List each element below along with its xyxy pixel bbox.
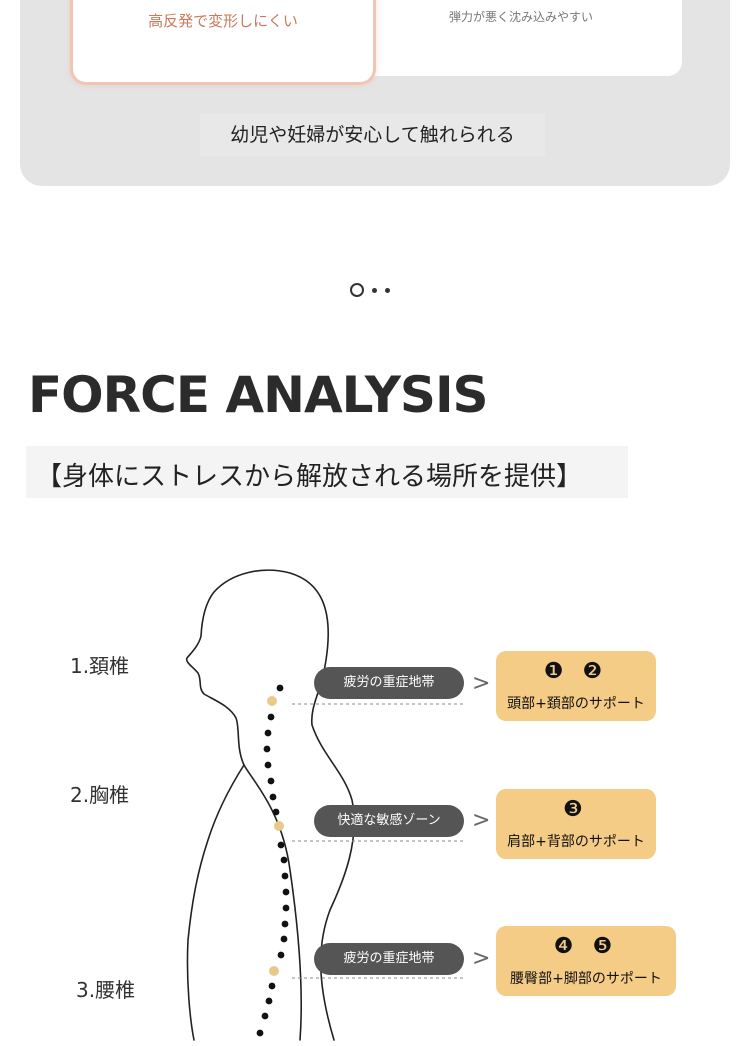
- section-subtitle: 【身体にストレスから解放される場所を提供】: [36, 462, 583, 492]
- support-text: 腰臀部+脚部のサポート: [510, 971, 662, 987]
- support-box-1: ❶ ❷ 頭部+頚部のサポート: [496, 651, 656, 721]
- support-numbers: ❶ ❷: [543, 659, 609, 684]
- support-box-2: ❸ 肩部+背部のサポート: [496, 789, 656, 859]
- marker-dot: [269, 966, 279, 976]
- spine-dot: [277, 841, 285, 849]
- spine-dot: [281, 920, 289, 928]
- marker-dot: [274, 821, 284, 831]
- section-subtitle-bg: [26, 446, 628, 498]
- zone-pill-1: 疲労の重症地帯: [314, 667, 464, 699]
- zone-pill-3: 疲労の重症地帯: [314, 943, 464, 975]
- spine-dot: [272, 808, 280, 816]
- spine-dot: [263, 745, 271, 753]
- zone-pill-2: 快適な敏感ゾーン: [314, 805, 464, 837]
- label-lumbar: 3.腰椎: [76, 978, 136, 1002]
- spine-dot: [264, 761, 272, 769]
- spine-dot: [277, 951, 285, 959]
- comparison-left-panel: [70, 0, 376, 85]
- pager-dot[interactable]: [372, 287, 377, 293]
- support-numbers: ❸: [563, 797, 589, 822]
- support-text: 肩部+背部のサポート: [507, 834, 645, 850]
- marker-dot: [267, 696, 277, 706]
- pager-dot[interactable]: [385, 287, 390, 293]
- label-thoracic: 2.胸椎: [70, 783, 130, 807]
- support-numbers: ❹ ❺: [553, 934, 619, 959]
- section-title: FORCE ANALYSIS: [28, 366, 489, 424]
- spine-dots: [256, 684, 290, 1037]
- label-cervical: 1.頚椎: [70, 654, 130, 678]
- body-outline: [185, 569, 355, 1041]
- spine-dot: [280, 935, 288, 943]
- comparison-note: 幼児や妊婦が安心して触れられる: [200, 114, 545, 156]
- spine-dot: [267, 777, 275, 785]
- spine-dot: [261, 1012, 269, 1020]
- chevron-right-icon: >: [472, 671, 491, 696]
- spine-dot: [269, 793, 277, 801]
- pager-dot-active[interactable]: [350, 283, 364, 297]
- support-box-3: ❹ ❺ 腰臀部+脚部のサポート: [496, 926, 676, 996]
- spine-dot: [276, 684, 284, 692]
- comparison-left-text: 高反発で変形しにくい: [148, 12, 298, 30]
- chevron-right-icon: >: [472, 946, 491, 971]
- spine-dot: [282, 904, 290, 912]
- spine-dot: [256, 1029, 264, 1037]
- carousel-pager: [350, 282, 390, 298]
- spine-dot: [282, 888, 290, 896]
- comparison-right-panel: [360, 0, 682, 76]
- spine-dot: [267, 713, 275, 721]
- spine-dot: [264, 729, 272, 737]
- comparison-right-text: 弾力が悪く沈み込みやすい: [448, 10, 593, 24]
- spine-dot: [281, 872, 289, 880]
- support-text: 頭部+頚部のサポート: [507, 696, 645, 712]
- spine-dot: [280, 856, 288, 864]
- chest-outline: [186, 764, 245, 1041]
- chevron-right-icon: >: [472, 808, 491, 833]
- spine-dot: [265, 997, 273, 1005]
- spine-dot: [268, 982, 276, 990]
